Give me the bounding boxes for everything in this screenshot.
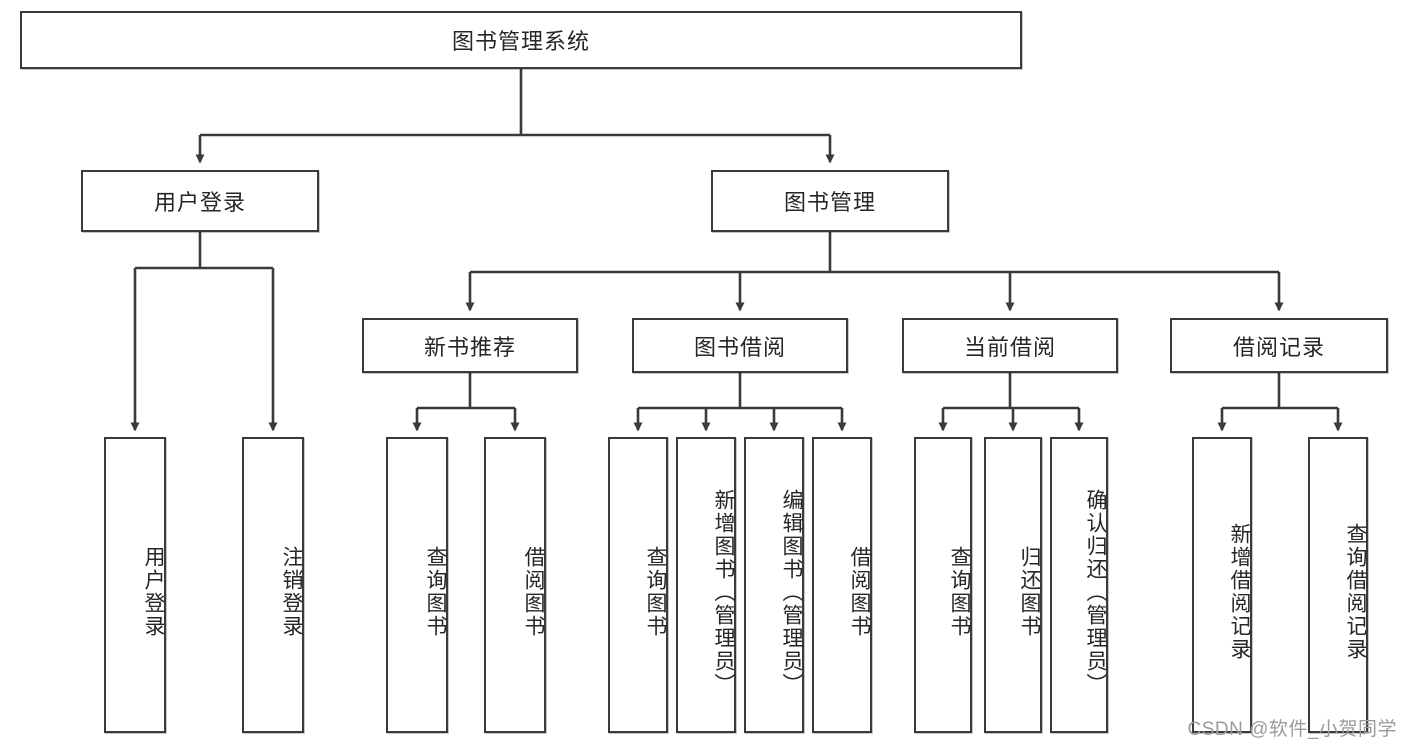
node-leaf-return-book[interactable]: 归还图书 [984,437,1042,733]
node-leaf-add-book-admin[interactable]: 新增图书（管理员） [676,437,736,733]
node-borrow-record[interactable]: 借阅记录 [1170,318,1388,373]
node-leaf-user-login[interactable]: 用户登录 [104,437,166,733]
node-label: 借阅图书 [522,546,545,638]
node-label: 用户登录 [142,546,165,638]
node-label: 确认归还（管理员） [1084,488,1107,696]
node-label: 图书管理 [783,190,876,215]
node-leaf-query-borrow-record[interactable]: 查询借阅记录 [1308,437,1368,733]
node-leaf-borrow-book-recommend[interactable]: 借阅图书 [484,437,546,733]
node-label: 新增借阅记录 [1228,523,1251,661]
node-label: 编辑图书（管理员） [780,488,803,696]
node-label: 查询图书 [948,546,971,638]
node-label: 查询借阅记录 [1344,523,1367,661]
node-label: 借阅记录 [1232,334,1325,360]
node-leaf-edit-book-admin[interactable]: 编辑图书（管理员） [744,437,804,733]
node-leaf-confirm-return-admin[interactable]: 确认归还（管理员） [1050,437,1108,733]
node-user-login[interactable]: 用户登录 [81,170,319,232]
node-leaf-query-book-recommend[interactable]: 查询图书 [386,437,448,733]
node-current-borrow[interactable]: 当前借阅 [902,318,1118,373]
node-label: 查询图书 [644,546,667,638]
node-label: 归还图书 [1018,546,1041,638]
node-leaf-query-book-borrow[interactable]: 查询图书 [608,437,668,733]
csdn-watermark: CSDN @软件_小贺同学 [1187,719,1397,740]
node-label: 用户登录 [153,190,246,215]
node-label: 注销登录 [280,546,303,638]
node-label: 当前借阅 [963,334,1056,360]
node-label: 图书管理系统 [451,29,590,54]
node-label: 新书推荐 [423,334,516,360]
node-leaf-borrow-book[interactable]: 借阅图书 [812,437,872,733]
node-leaf-add-borrow-record[interactable]: 新增借阅记录 [1192,437,1252,733]
node-leaf-query-book-current[interactable]: 查询图书 [914,437,972,733]
node-label: 借阅图书 [848,546,871,638]
node-book-manage[interactable]: 图书管理 [711,170,949,232]
node-label: 图书借阅 [693,334,786,360]
node-label: 查询图书 [424,546,447,638]
node-root[interactable]: 图书管理系统 [20,11,1022,69]
node-book-borrow[interactable]: 图书借阅 [632,318,848,373]
node-label: 新增图书（管理员） [712,488,735,696]
node-new-book-recommend[interactable]: 新书推荐 [362,318,578,373]
node-leaf-user-logout[interactable]: 注销登录 [242,437,304,733]
